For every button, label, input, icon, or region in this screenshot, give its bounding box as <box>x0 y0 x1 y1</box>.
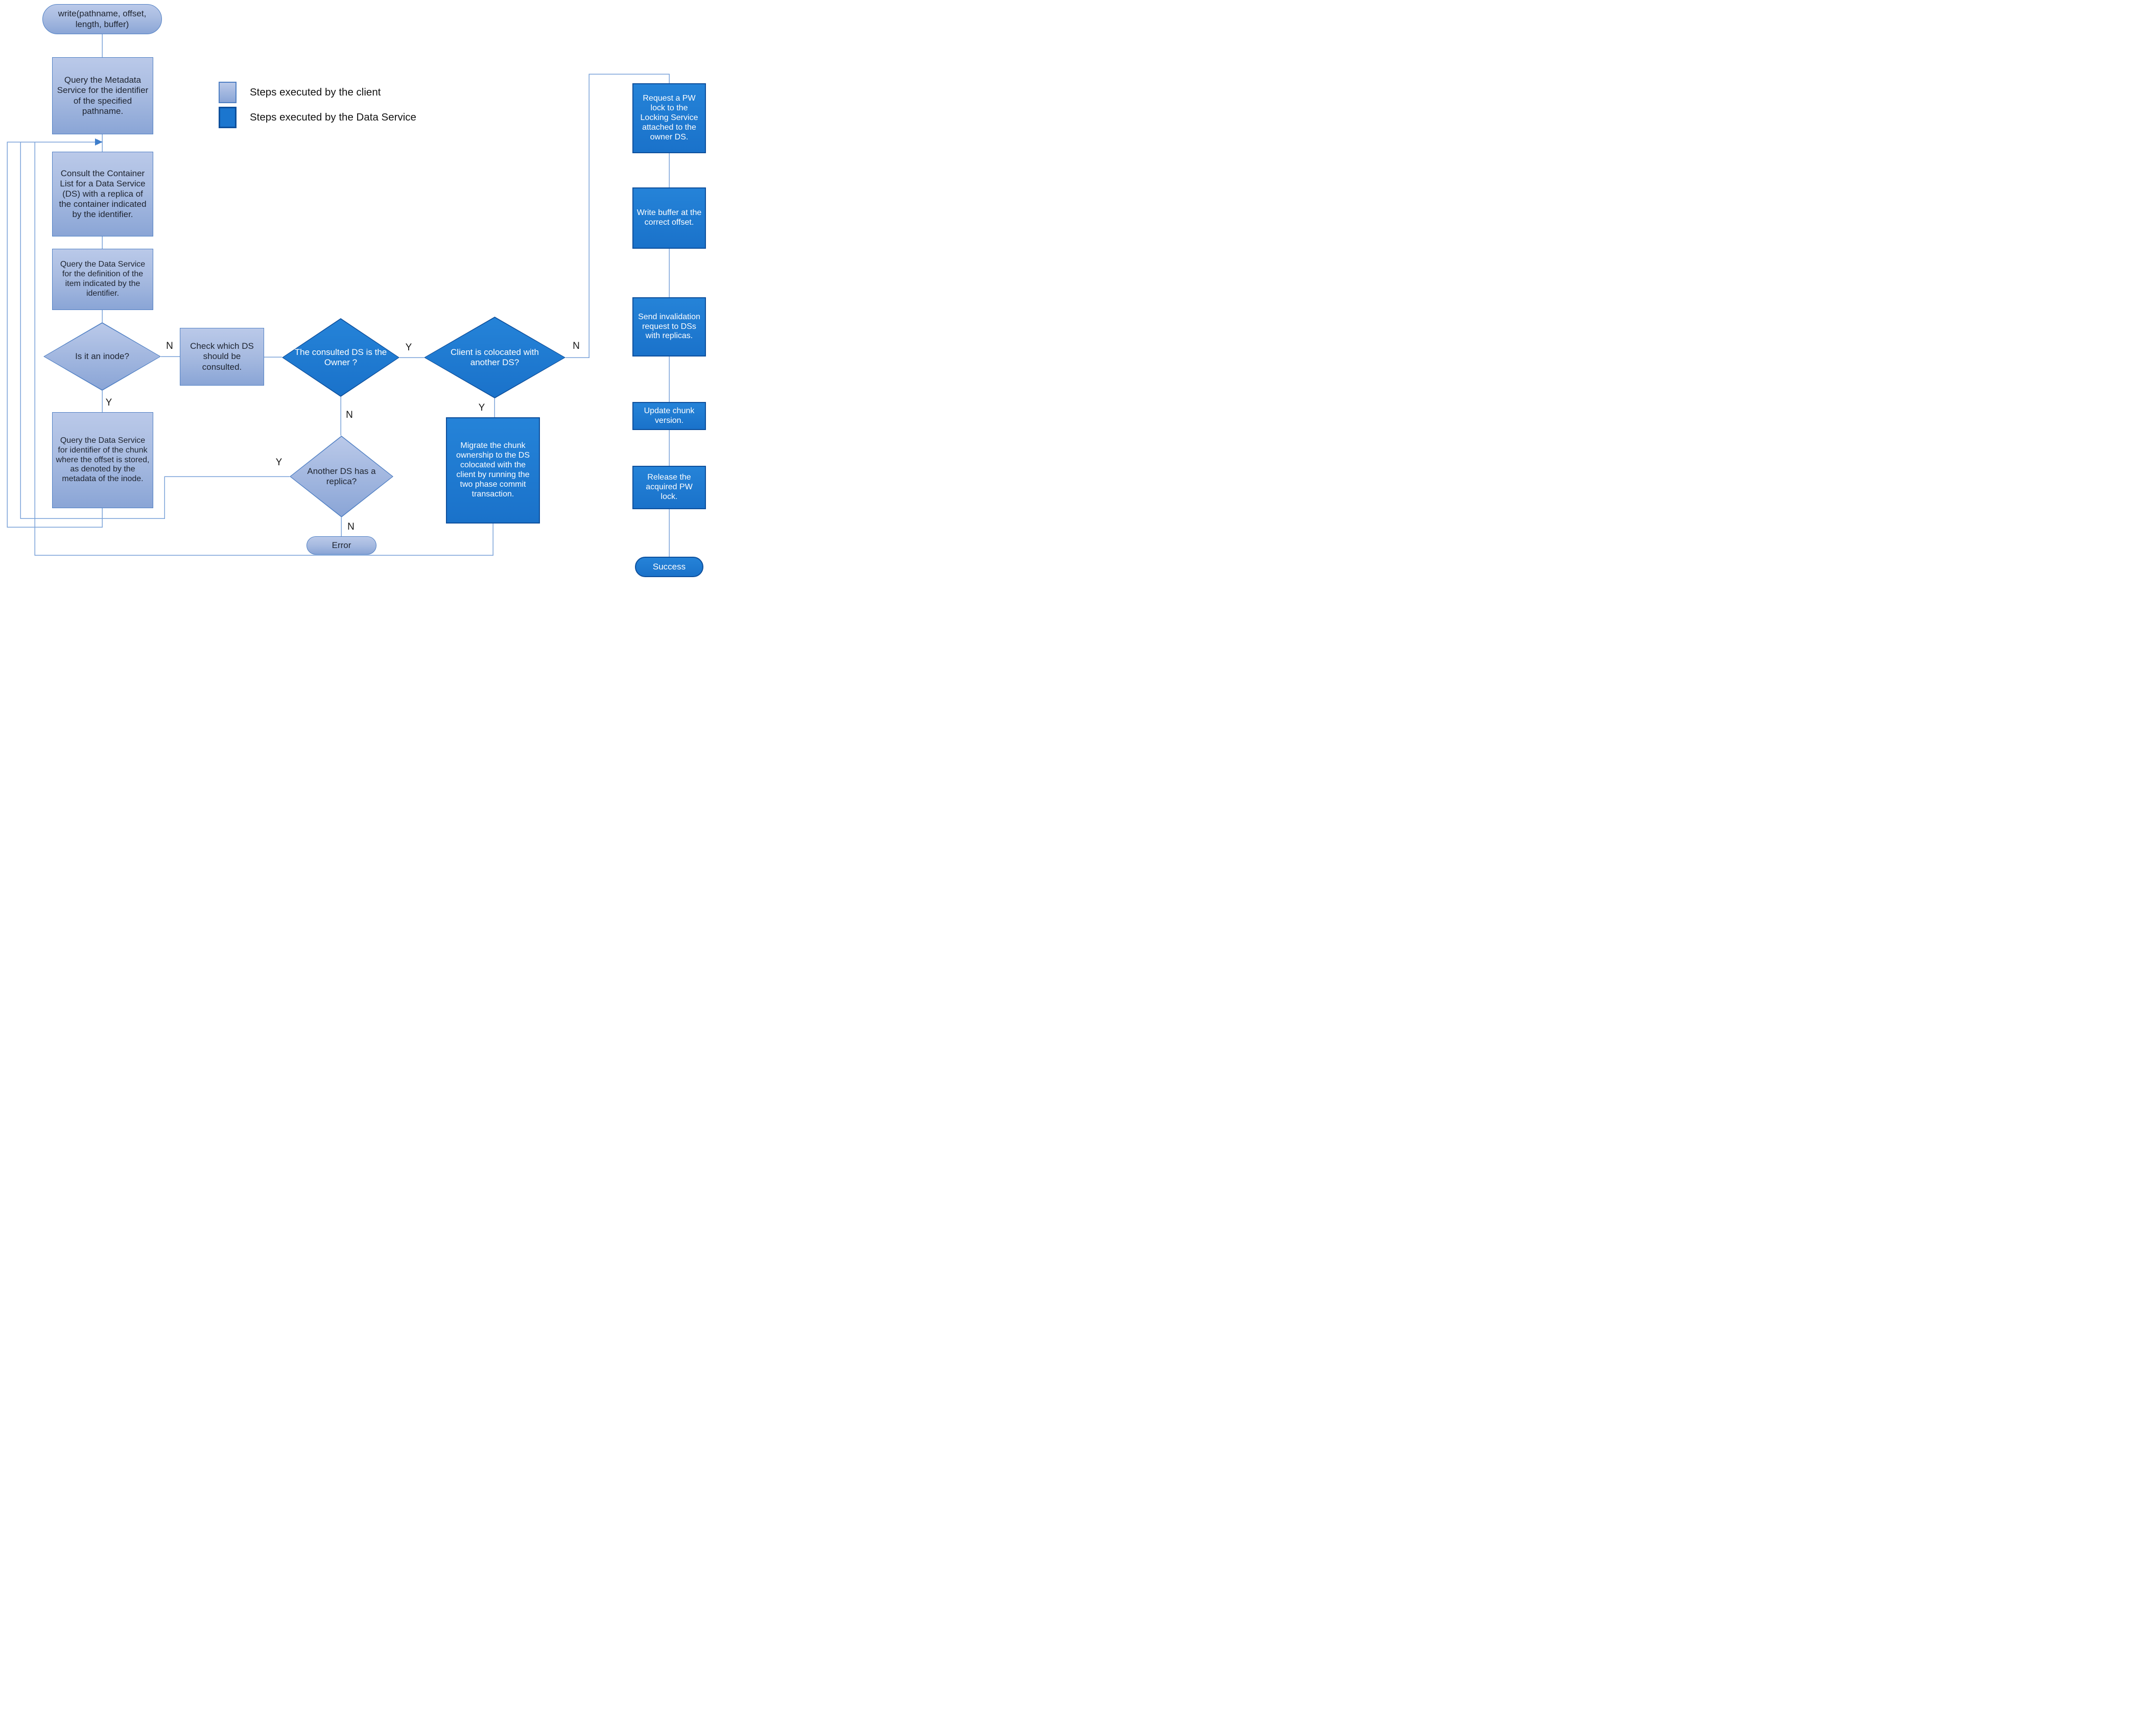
node-label: Is it an inode? <box>75 351 129 361</box>
node-consult-container-list: Consult the Container List for a Data Se… <box>52 152 153 236</box>
node-label: Release the acquired PW lock. <box>646 473 693 501</box>
edge-feedback-replica-yes <box>20 142 290 519</box>
legend-label: Steps executed by the Data Service <box>250 111 416 123</box>
legend-item-client: Steps executed by the client <box>219 82 381 103</box>
edges-layer <box>7 34 670 557</box>
node-label: The consulted DS is the Owner ? <box>294 347 387 367</box>
node-label: Query the Data Service for identifier of… <box>56 436 150 484</box>
flowchart-canvas: write(pathname, offset, length, buffer) Q… <box>0 0 716 579</box>
node-success-end: Success <box>635 557 703 577</box>
node-label: Check which DS should be consulted. <box>190 341 254 372</box>
node-is-it-an-inode: Is it an inode? <box>43 322 161 391</box>
node-update-chunk-version: Update chunk version. <box>632 402 706 430</box>
node-request-pw-lock: Request a PW lock to the Locking Service… <box>632 83 706 153</box>
node-label: write(pathname, offset, length, buffer) <box>58 9 147 29</box>
node-release-pw-lock: Release the acquired PW lock. <box>632 466 706 509</box>
edge-colocated-no-to-request-lock <box>565 74 670 358</box>
node-query-chunk-identifier: Query the Data Service for identifier of… <box>52 412 153 508</box>
legend-label: Steps executed by the client <box>250 86 381 98</box>
legend-swatch-client <box>219 82 237 103</box>
node-consulted-ds-is-owner: The consulted DS is the Owner ? <box>282 318 399 397</box>
legend-item-data-service: Steps executed by the Data Service <box>219 107 416 128</box>
node-send-invalidation: Send invalidation request to DSs with re… <box>632 297 706 356</box>
edge-label-owner-yes: Y <box>405 342 412 353</box>
node-label: Consult the Container List for a Data Se… <box>59 168 147 220</box>
node-label: Send invalidation request to DSs with re… <box>638 312 700 341</box>
node-client-colocated: Client is colocated with another DS? <box>424 317 565 398</box>
node-label: Write buffer at the correct offset. <box>636 208 702 227</box>
node-check-which-ds: Check which DS should be consulted. <box>180 328 264 386</box>
edge-label-replica-yes: Y <box>275 457 282 468</box>
node-label: Update chunk version. <box>644 406 695 425</box>
node-label: Error <box>332 540 351 550</box>
edge-feedback-query-chunk <box>7 141 103 528</box>
node-write-start: write(pathname, offset, length, buffer) <box>42 4 162 34</box>
node-query-definition: Query the Data Service for the definitio… <box>52 249 153 310</box>
node-label: Another DS has a replica? <box>307 466 376 486</box>
edge-feedback-migrate <box>34 142 493 556</box>
node-query-metadata: Query the Metadata Service for the ident… <box>52 57 153 134</box>
edge-label-colocated-yes: Y <box>478 402 485 413</box>
node-label: Client is colocated with another DS? <box>451 347 539 367</box>
arrowhead-into-consult <box>95 138 103 146</box>
edge-label-colocated-no: N <box>573 341 580 351</box>
edge-label-owner-no: N <box>346 410 353 420</box>
node-error-end: Error <box>306 536 376 555</box>
node-label: Request a PW lock to the Locking Service… <box>640 94 698 141</box>
node-label: Query the Data Service for the definitio… <box>60 260 146 298</box>
edge-label-replica-no: N <box>347 521 355 532</box>
node-write-buffer: Write buffer at the correct offset. <box>632 187 706 249</box>
node-another-ds-replica: Another DS has a replica? <box>290 436 393 517</box>
node-label: Success <box>652 561 686 572</box>
node-migrate-ownership: Migrate the chunk ownership to the DS co… <box>446 417 540 524</box>
node-label: Query the Metadata Service for the ident… <box>57 75 149 116</box>
node-label: Migrate the chunk ownership to the DS co… <box>456 441 530 498</box>
edge-label-is-inode-no: N <box>166 341 173 351</box>
legend-swatch-data-service <box>219 107 237 128</box>
edge-label-is-inode-yes: Y <box>105 397 112 408</box>
